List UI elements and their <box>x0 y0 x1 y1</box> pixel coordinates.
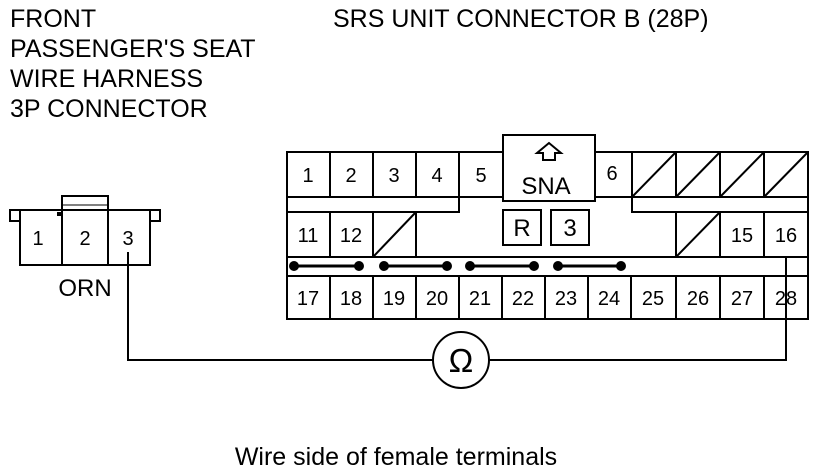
wire-color-label: ORN <box>58 275 111 302</box>
small-pin-2: 2 <box>79 228 90 250</box>
srs-pin-18: 18 <box>340 288 362 310</box>
srs-pin-12: 12 <box>340 225 362 247</box>
left-title-line-3: WIRE HARNESS <box>10 65 203 93</box>
srs-row3-pins: 17 18 19 20 21 22 23 24 25 26 27 28 <box>297 288 797 310</box>
center-box-r: R <box>513 215 530 242</box>
srs-row2-pins: 11 12 15 16 <box>298 225 798 247</box>
shorting-bar-icon <box>289 261 626 271</box>
small-3p-connector <box>9 195 161 266</box>
srs-pin-17: 17 <box>297 288 319 310</box>
left-title-line-1: FRONT <box>10 5 96 33</box>
srs-pin-26: 26 <box>687 288 709 310</box>
srs-pin-3: 3 <box>388 165 399 187</box>
right-title: SRS UNIT CONNECTOR B (28P) <box>333 5 709 33</box>
srs-pin-19: 19 <box>383 288 405 310</box>
srs-pin-21: 21 <box>469 288 491 310</box>
srs-pin-24: 24 <box>598 288 620 310</box>
ohmmeter-icon: Ω <box>432 331 490 389</box>
srs-pin-16: 16 <box>775 225 797 247</box>
srs-pin-25: 25 <box>642 288 664 310</box>
left-title-line-2: PASSENGER'S SEAT <box>10 35 256 63</box>
test-wire <box>127 252 787 361</box>
srs-row1-pins: 1 2 3 4 5 6 <box>302 163 617 187</box>
srs-pin-27: 27 <box>731 288 753 310</box>
small-pin-3: 3 <box>122 228 133 250</box>
left-title: FRONT PASSENGER'S SEAT WIRE HARNESS 3P C… <box>10 5 256 123</box>
srs-pin-6: 6 <box>606 163 617 185</box>
ohm-symbol: Ω <box>449 342 474 379</box>
srs-connector <box>286 134 809 320</box>
srs-pin-20: 20 <box>426 288 448 310</box>
left-title-line-4: 3P CONNECTOR <box>10 95 208 123</box>
srs-pin-4: 4 <box>431 165 442 187</box>
center-box-3: 3 <box>563 215 576 242</box>
srs-pin-2: 2 <box>345 165 356 187</box>
center-label: SNA <box>521 173 570 200</box>
srs-pin-5: 5 <box>475 165 486 187</box>
srs-pin-1: 1 <box>302 165 313 187</box>
srs-pin-23: 23 <box>555 288 577 310</box>
arrow-up-outline-icon <box>534 141 564 161</box>
caption: Wire side of female terminals <box>235 443 557 471</box>
small-pin-1: 1 <box>32 228 43 250</box>
srs-pin-15: 15 <box>731 225 753 247</box>
srs-pin-11: 11 <box>298 225 319 247</box>
srs-pin-22: 22 <box>512 288 534 310</box>
